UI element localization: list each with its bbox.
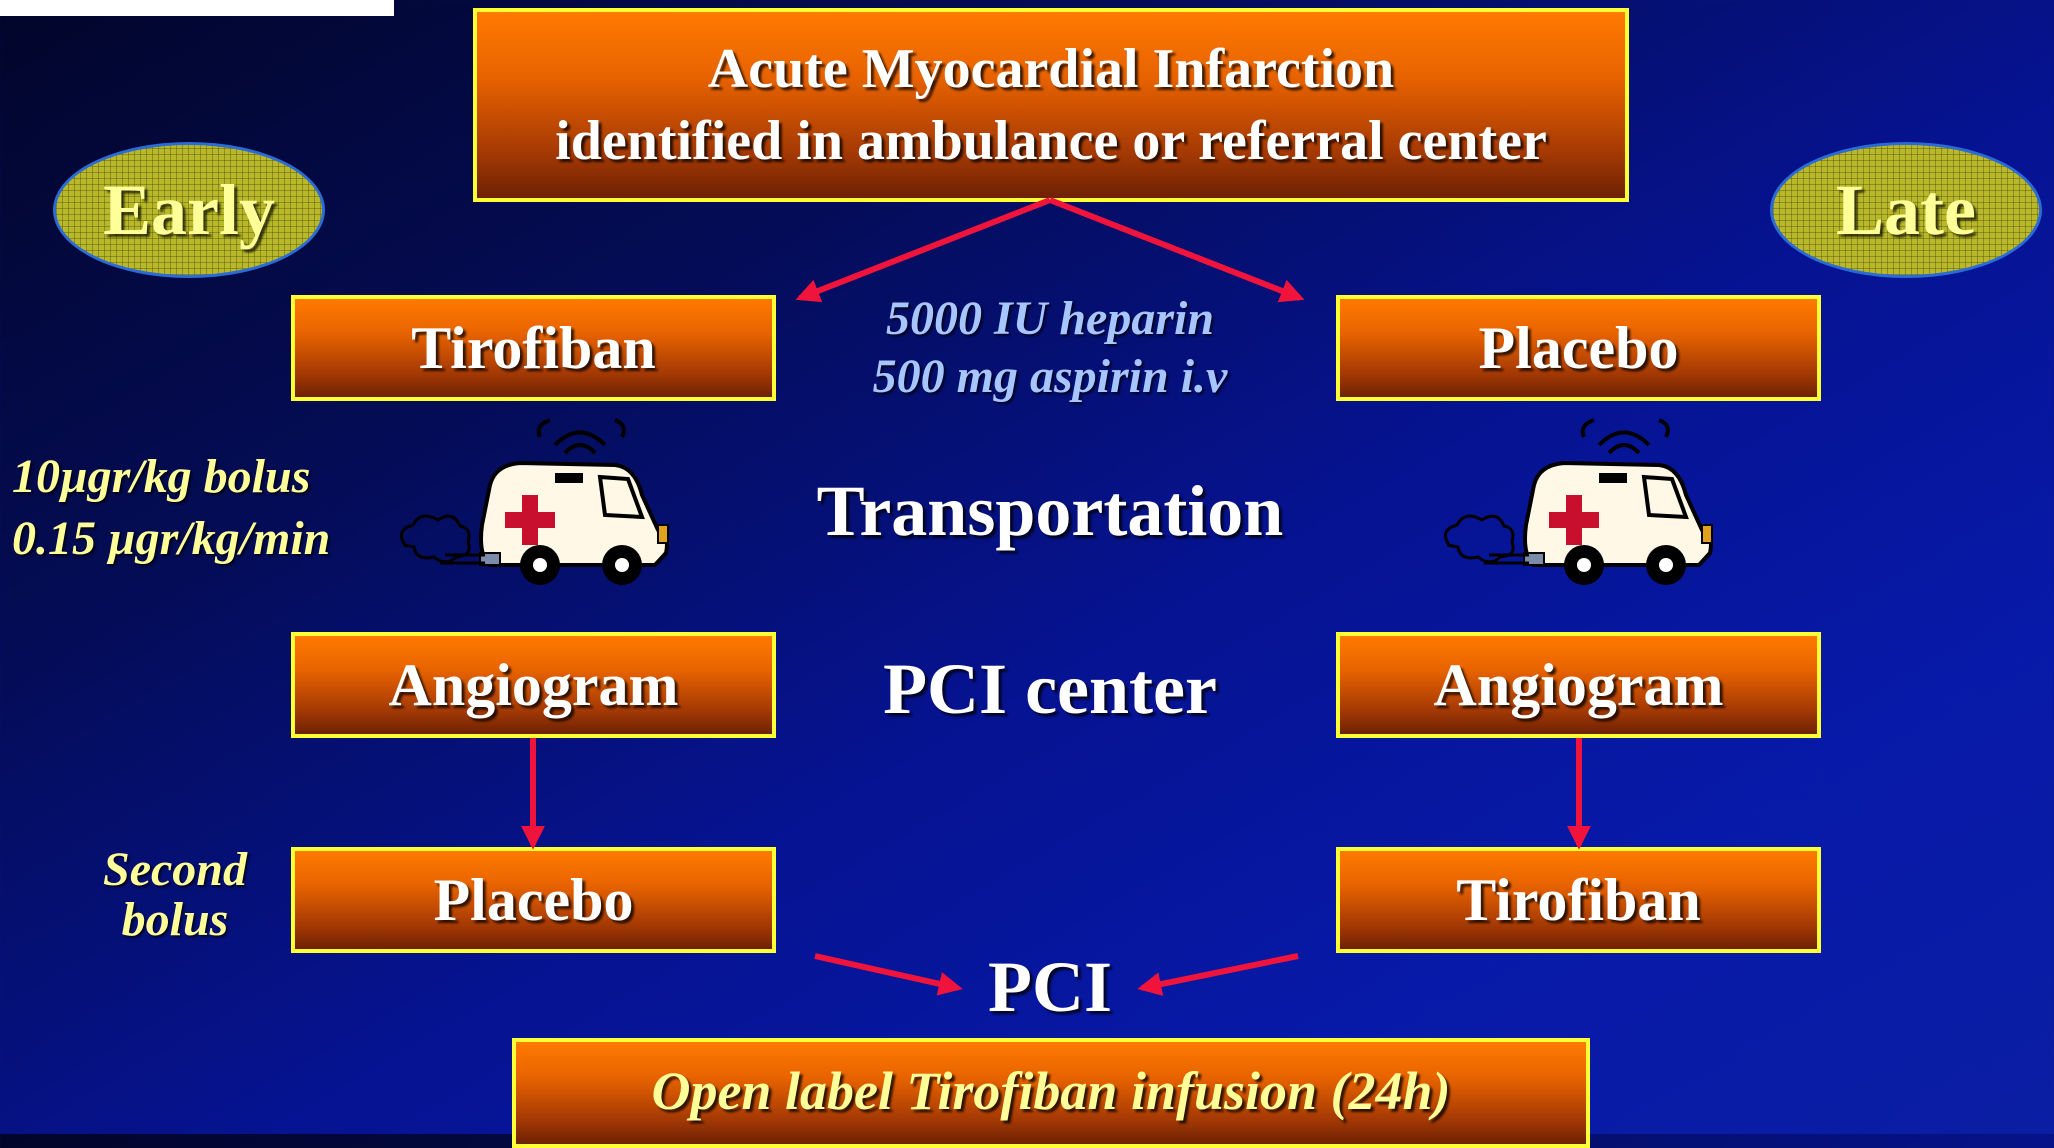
second-bolus-note: Second bolus	[84, 845, 266, 945]
left-angiogram-box: Angiogram	[291, 632, 776, 738]
second-bolus-line-2: bolus	[84, 895, 266, 945]
left-drug-box: Tirofiban	[291, 295, 776, 401]
second-bolus-line-1: Second	[84, 845, 266, 895]
early-label: Early	[103, 169, 275, 252]
premedication-note: 5000 IU heparin 500 mg aspirin i.v	[820, 290, 1280, 406]
title-box: Acute Myocardial Infarction identified i…	[473, 8, 1629, 202]
ambulance-icon	[390, 415, 680, 590]
corner-white-bar	[0, 0, 394, 16]
transportation-label: Transportation	[790, 470, 1310, 553]
arrow-icon	[800, 200, 1050, 298]
ambulance-icon	[1434, 415, 1724, 590]
late-label: Late	[1836, 169, 1976, 252]
arrow-icon	[1050, 200, 1300, 298]
title-line-1: Acute Myocardial Infarction	[708, 33, 1394, 105]
late-oval: Late	[1770, 142, 2042, 278]
left-second-box: Placebo	[291, 847, 776, 953]
left-angiogram-label: Angiogram	[389, 651, 679, 720]
premed-line-1: 5000 IU heparin	[820, 290, 1280, 348]
premed-line-2: 500 mg aspirin i.v	[820, 348, 1280, 406]
dosing-line-1: 10µgr/kg bolus	[12, 446, 330, 508]
title-line-2: identified in ambulance or referral cent…	[555, 105, 1547, 177]
right-second-label: Tirofiban	[1456, 866, 1701, 935]
dosing-line-2: 0.15 µgr/kg/min	[12, 508, 330, 570]
right-angiogram-box: Angiogram	[1336, 632, 1821, 738]
pci-label: PCI	[920, 946, 1180, 1029]
pci-center-label: PCI center	[820, 648, 1280, 731]
early-oval: Early	[53, 142, 325, 278]
infusion-label: Open label Tirofiban infusion (24h)	[651, 1060, 1450, 1122]
infusion-box: Open label Tirofiban infusion (24h)	[512, 1038, 1590, 1148]
right-drug-label: Placebo	[1479, 314, 1679, 383]
right-second-box: Tirofiban	[1336, 847, 1821, 953]
right-angiogram-label: Angiogram	[1434, 651, 1724, 720]
dosing-note: 10µgr/kg bolus 0.15 µgr/kg/min	[12, 446, 330, 570]
right-drug-box: Placebo	[1336, 295, 1821, 401]
left-second-label: Placebo	[434, 866, 634, 935]
left-drug-label: Tirofiban	[411, 314, 656, 383]
